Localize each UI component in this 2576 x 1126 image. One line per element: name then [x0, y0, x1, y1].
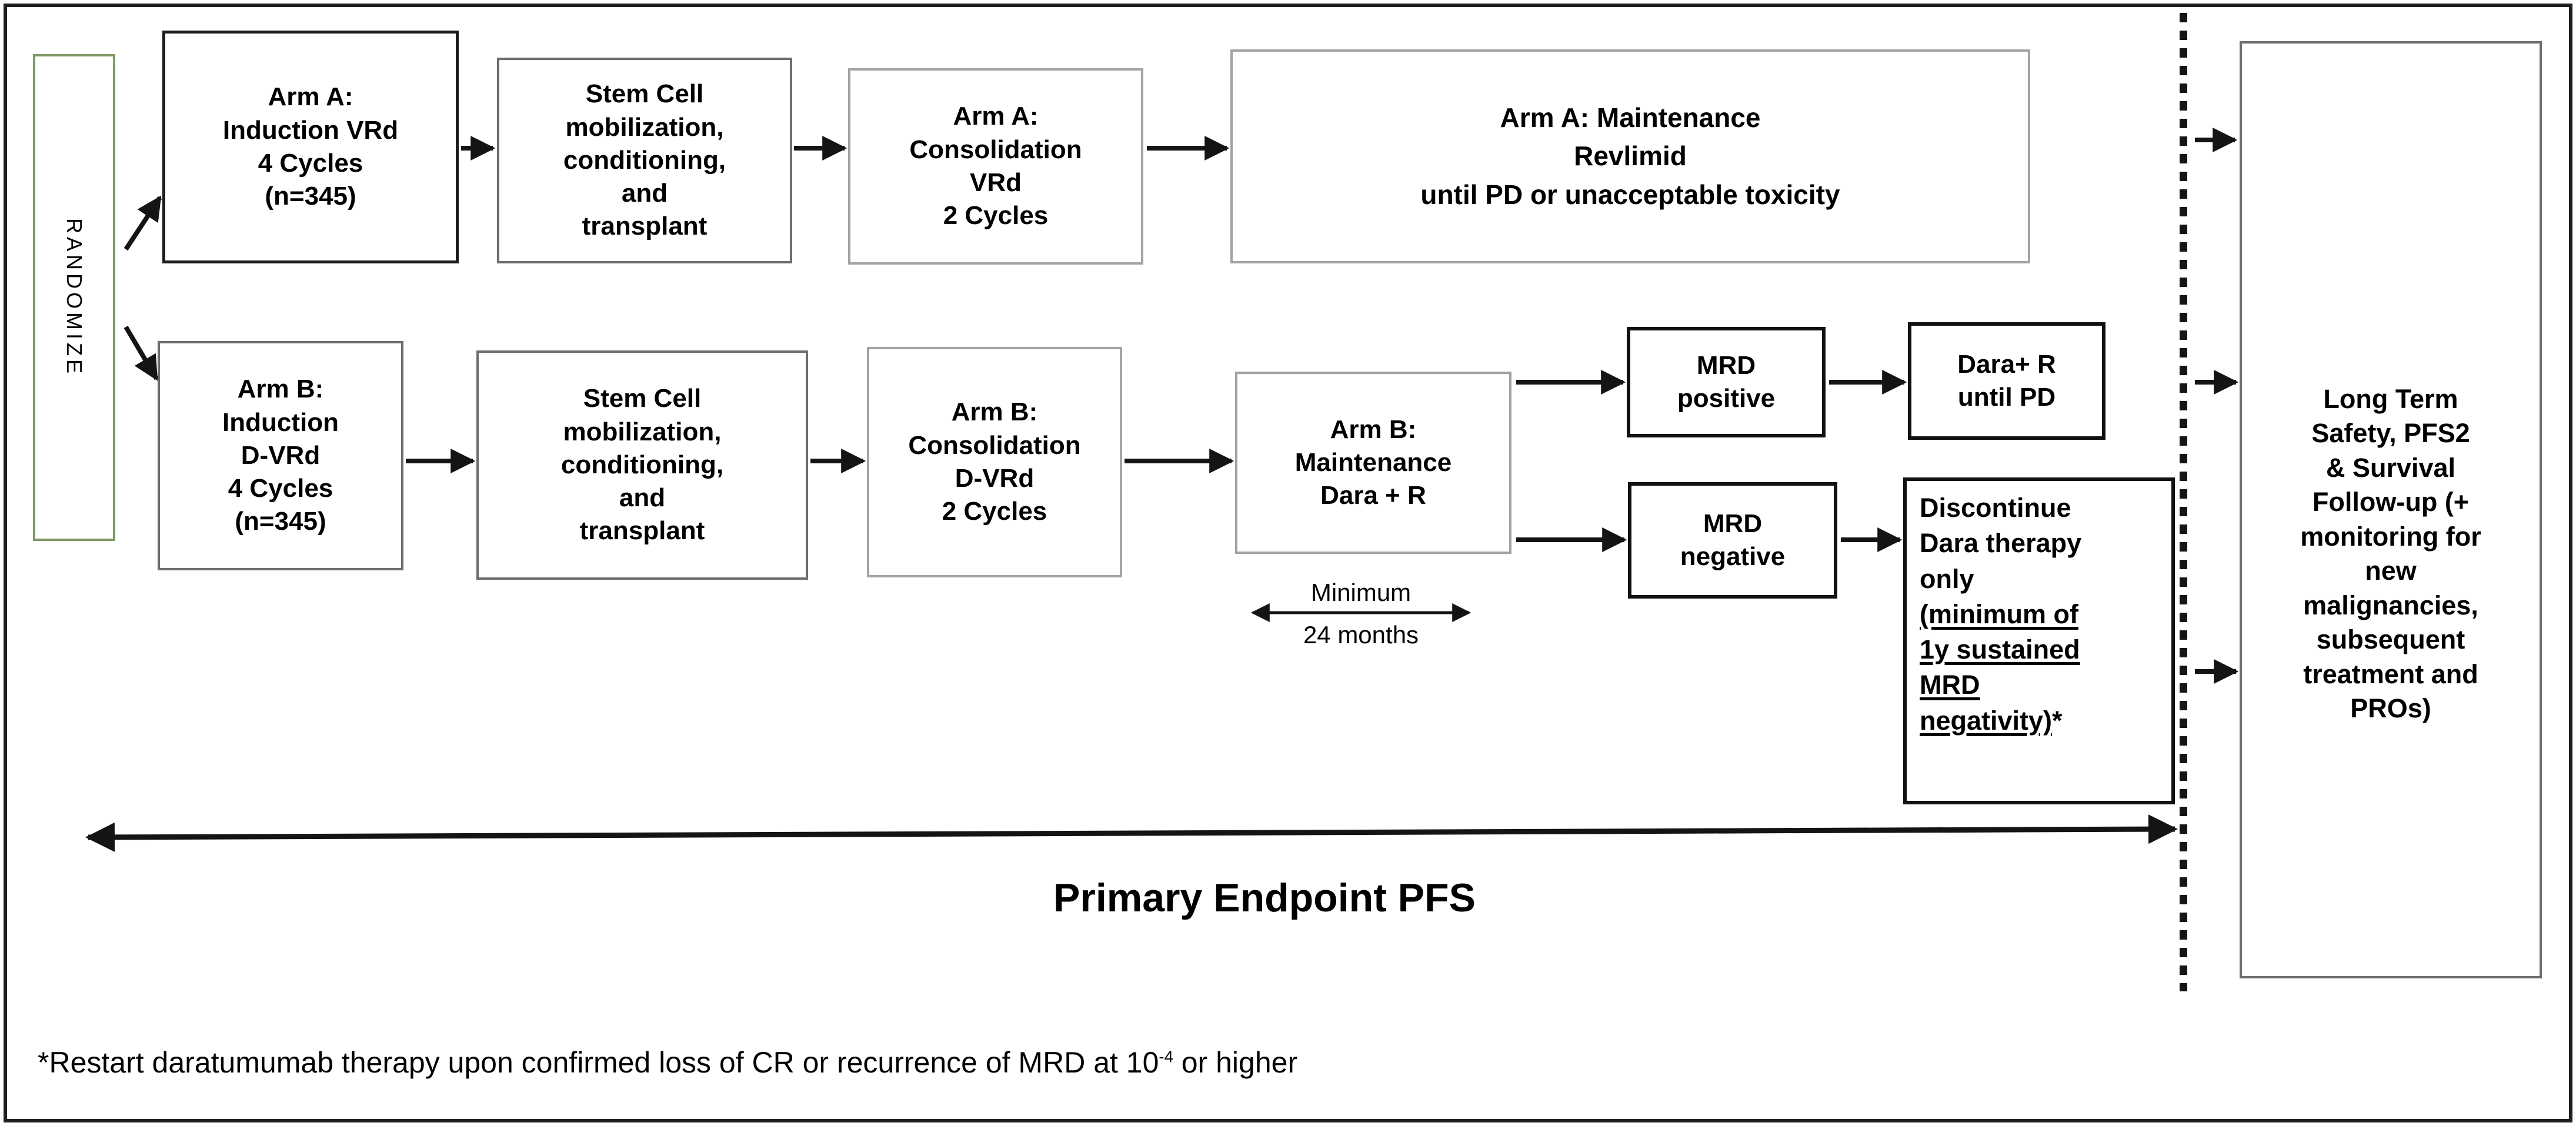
arm-b-induction-label: Arm B: Induction D-VRd 4 Cycles (n=345)	[222, 375, 339, 536]
arm-a-maintenance-box: Arm A: Maintenance Revlimid until PD or …	[1230, 49, 2030, 263]
dara-until-pd-label: Dara+ R until PD	[1957, 349, 2056, 412]
arm-a-consolidation-box: Arm A: Consolidation VRd 2 Cycles	[848, 68, 1143, 265]
arm-b-maintenance-label: Arm B: Maintenance Dara + R	[1294, 415, 1452, 510]
mrd-negative-label: MRD negative	[1680, 509, 1786, 571]
discontinue-text-plain: Discontinue Dara therapy only	[1920, 493, 2082, 594]
arm-a-maintenance-label: Arm A: Maintenance Revlimid until PD or …	[1420, 102, 1840, 210]
arm-a-consolidation-label: Arm A: Consolidation VRd 2 Cycles	[909, 102, 1082, 230]
footnote-suffix: or higher	[1173, 1046, 1298, 1079]
discontinue-dara-label: Discontinue Dara therapy only (minimum o…	[1920, 490, 2081, 739]
arm-b-maintenance-box: Arm B: Maintenance Dara + R	[1235, 372, 1511, 554]
primary-endpoint-label: Primary Endpoint PFS	[1053, 876, 1476, 920]
randomize-label: RANDOMIZE	[62, 218, 86, 377]
arm-a-induction-label: Arm A: Induction VRd 4 Cycles (n=345)	[222, 82, 399, 211]
mrd-positive-box: MRD positive	[1627, 327, 1826, 437]
phase-divider-dotted-line	[2180, 13, 2187, 991]
randomize-box: RANDOMIZE	[33, 54, 115, 541]
footnote-prefix: *Restart daratumumab therapy upon confir…	[38, 1046, 1159, 1079]
arm-b-stem-cell-label: Stem Cell mobilization, conditioning, an…	[560, 384, 724, 546]
footnote-superscript: -4	[1159, 1047, 1173, 1066]
discontinue-text-asterisk: *	[2052, 705, 2063, 736]
discontinue-dara-box: Discontinue Dara therapy only (minimum o…	[1903, 477, 2175, 804]
mrd-negative-box: MRD negative	[1628, 482, 1837, 599]
dara-until-pd-box: Dara+ R until PD	[1908, 322, 2105, 440]
arm-a-stem-cell-box: Stem Cell mobilization, conditioning, an…	[497, 58, 792, 263]
arm-b-induction-box: Arm B: Induction D-VRd 4 Cycles (n=345)	[158, 341, 403, 570]
long-term-followup-label: Long Term Safety, PFS2 & Survival Follow…	[2300, 383, 2481, 724]
arm-b-consolidation-box: Arm B: Consolidation D-VRd 2 Cycles	[867, 347, 1122, 577]
24-months-label: 24 months	[1303, 621, 1419, 649]
footnote: *Restart daratumumab therapy upon confir…	[38, 1045, 1297, 1080]
discontinue-text-underlined: (minimum of 1y sustained MRD negativity)	[1920, 599, 2080, 736]
minimum-label: Minimum	[1310, 579, 1412, 606]
long-term-followup-box: Long Term Safety, PFS2 & Survival Follow…	[2240, 41, 2542, 978]
outer-frame	[4, 4, 2572, 1122]
arm-a-stem-cell-label: Stem Cell mobilization, conditioning, an…	[563, 79, 726, 241]
arm-b-consolidation-label: Arm B: Consolidation D-VRd 2 Cycles	[908, 397, 1081, 526]
arm-a-induction-box: Arm A: Induction VRd 4 Cycles (n=345)	[162, 31, 459, 263]
arm-b-stem-cell-box: Stem Cell mobilization, conditioning, an…	[476, 350, 808, 580]
mrd-positive-label: MRD positive	[1677, 350, 1776, 413]
